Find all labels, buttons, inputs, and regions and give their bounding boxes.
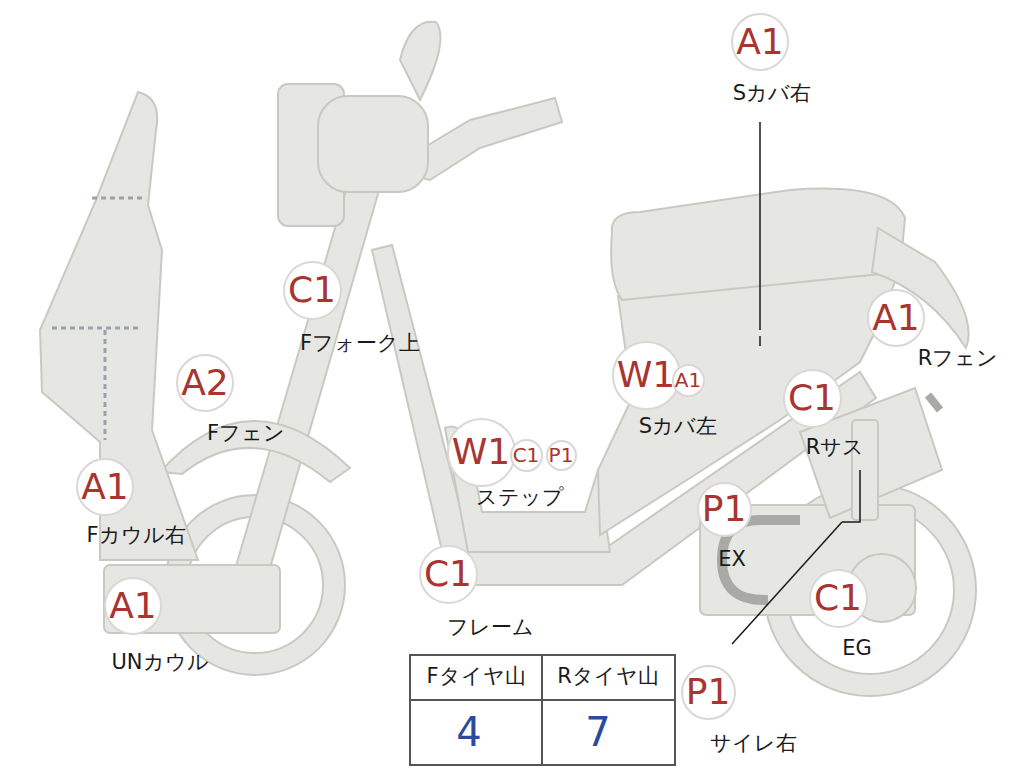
part-name: フレーム — [447, 616, 534, 639]
damage-code: P1 — [686, 674, 731, 710]
side-cover — [598, 268, 900, 535]
damage-code-circle: A1 — [731, 13, 789, 71]
table-rule — [541, 655, 543, 765]
damage-code-circle: W1 — [612, 341, 681, 410]
under-cowl — [104, 565, 280, 633]
part-name: Fフェン — [207, 422, 285, 445]
panel-line — [92, 197, 142, 200]
leader-line — [842, 470, 860, 522]
part-name: EG — [842, 637, 872, 660]
damage-code-circle: W1 — [447, 418, 516, 487]
damage-code-circle: A1 — [104, 577, 162, 635]
panel-line — [52, 327, 142, 330]
table-cell: Fタイヤ山 — [426, 665, 525, 688]
part-name: Sカバ右 — [733, 82, 811, 105]
damage-code: C1 — [424, 556, 472, 592]
damage-code-circle: C1 — [783, 369, 842, 428]
damage-code: A1 — [109, 588, 157, 624]
damage-code: A2 — [181, 365, 229, 401]
damage-code: A1 — [736, 24, 784, 60]
part-name: UNカウル — [111, 651, 208, 674]
panel-line — [104, 330, 107, 440]
part-name: ステップ — [476, 486, 564, 509]
front-fender — [160, 421, 350, 482]
part-name: Fフォーク上 — [300, 332, 420, 355]
damage-code-circle: C1 — [809, 569, 868, 628]
part-name: Fカウル右 — [86, 524, 185, 547]
step-floor — [445, 427, 610, 553]
rear-suspension — [852, 420, 878, 520]
damage-code: P1 — [549, 445, 574, 465]
table-cell: 7 — [585, 710, 610, 754]
tire-table — [410, 655, 675, 765]
handle-cover — [318, 96, 428, 192]
damage-code: A1 — [872, 300, 920, 336]
damage-code-circle: P1 — [546, 440, 577, 471]
damage-code-circle: C1 — [283, 261, 342, 320]
damage-code-circle: P1 — [681, 665, 736, 720]
front-fork — [236, 170, 382, 575]
part-name: Sカバ左 — [639, 415, 717, 438]
part-name: Rサス — [806, 436, 865, 459]
part-name: サイレ右 — [710, 732, 797, 755]
damage-code: C1 — [814, 580, 862, 616]
damage-code: C1 — [788, 380, 836, 416]
mirror — [400, 22, 440, 100]
seat — [611, 189, 905, 300]
damage-code: P1 — [702, 491, 747, 527]
damage-code-circle: A1 — [867, 289, 925, 347]
part-name: EX — [718, 548, 746, 571]
damage-code-circle: A1 — [672, 364, 705, 397]
leader-line — [759, 122, 761, 346]
damage-code-circle: C1 — [510, 439, 543, 472]
damage-code-circle: A1 — [76, 458, 134, 516]
front-cowl — [40, 92, 198, 560]
damage-code-circle: C1 — [419, 545, 478, 604]
damage-code: A1 — [675, 370, 701, 390]
damage-code-circle: P1 — [697, 482, 752, 537]
table-cell: Rタイヤ山 — [557, 665, 659, 688]
damage-code: C1 — [288, 272, 336, 308]
damage-code: A1 — [81, 469, 129, 505]
damage-code: W1 — [617, 357, 676, 393]
damage-code: W1 — [452, 434, 511, 470]
damage-code: C1 — [513, 445, 540, 465]
damage-code-circle: A2 — [176, 354, 234, 412]
part-name: Rフェン — [918, 347, 999, 370]
table-cell: 4 — [456, 710, 481, 754]
muffler-tip — [928, 395, 940, 410]
